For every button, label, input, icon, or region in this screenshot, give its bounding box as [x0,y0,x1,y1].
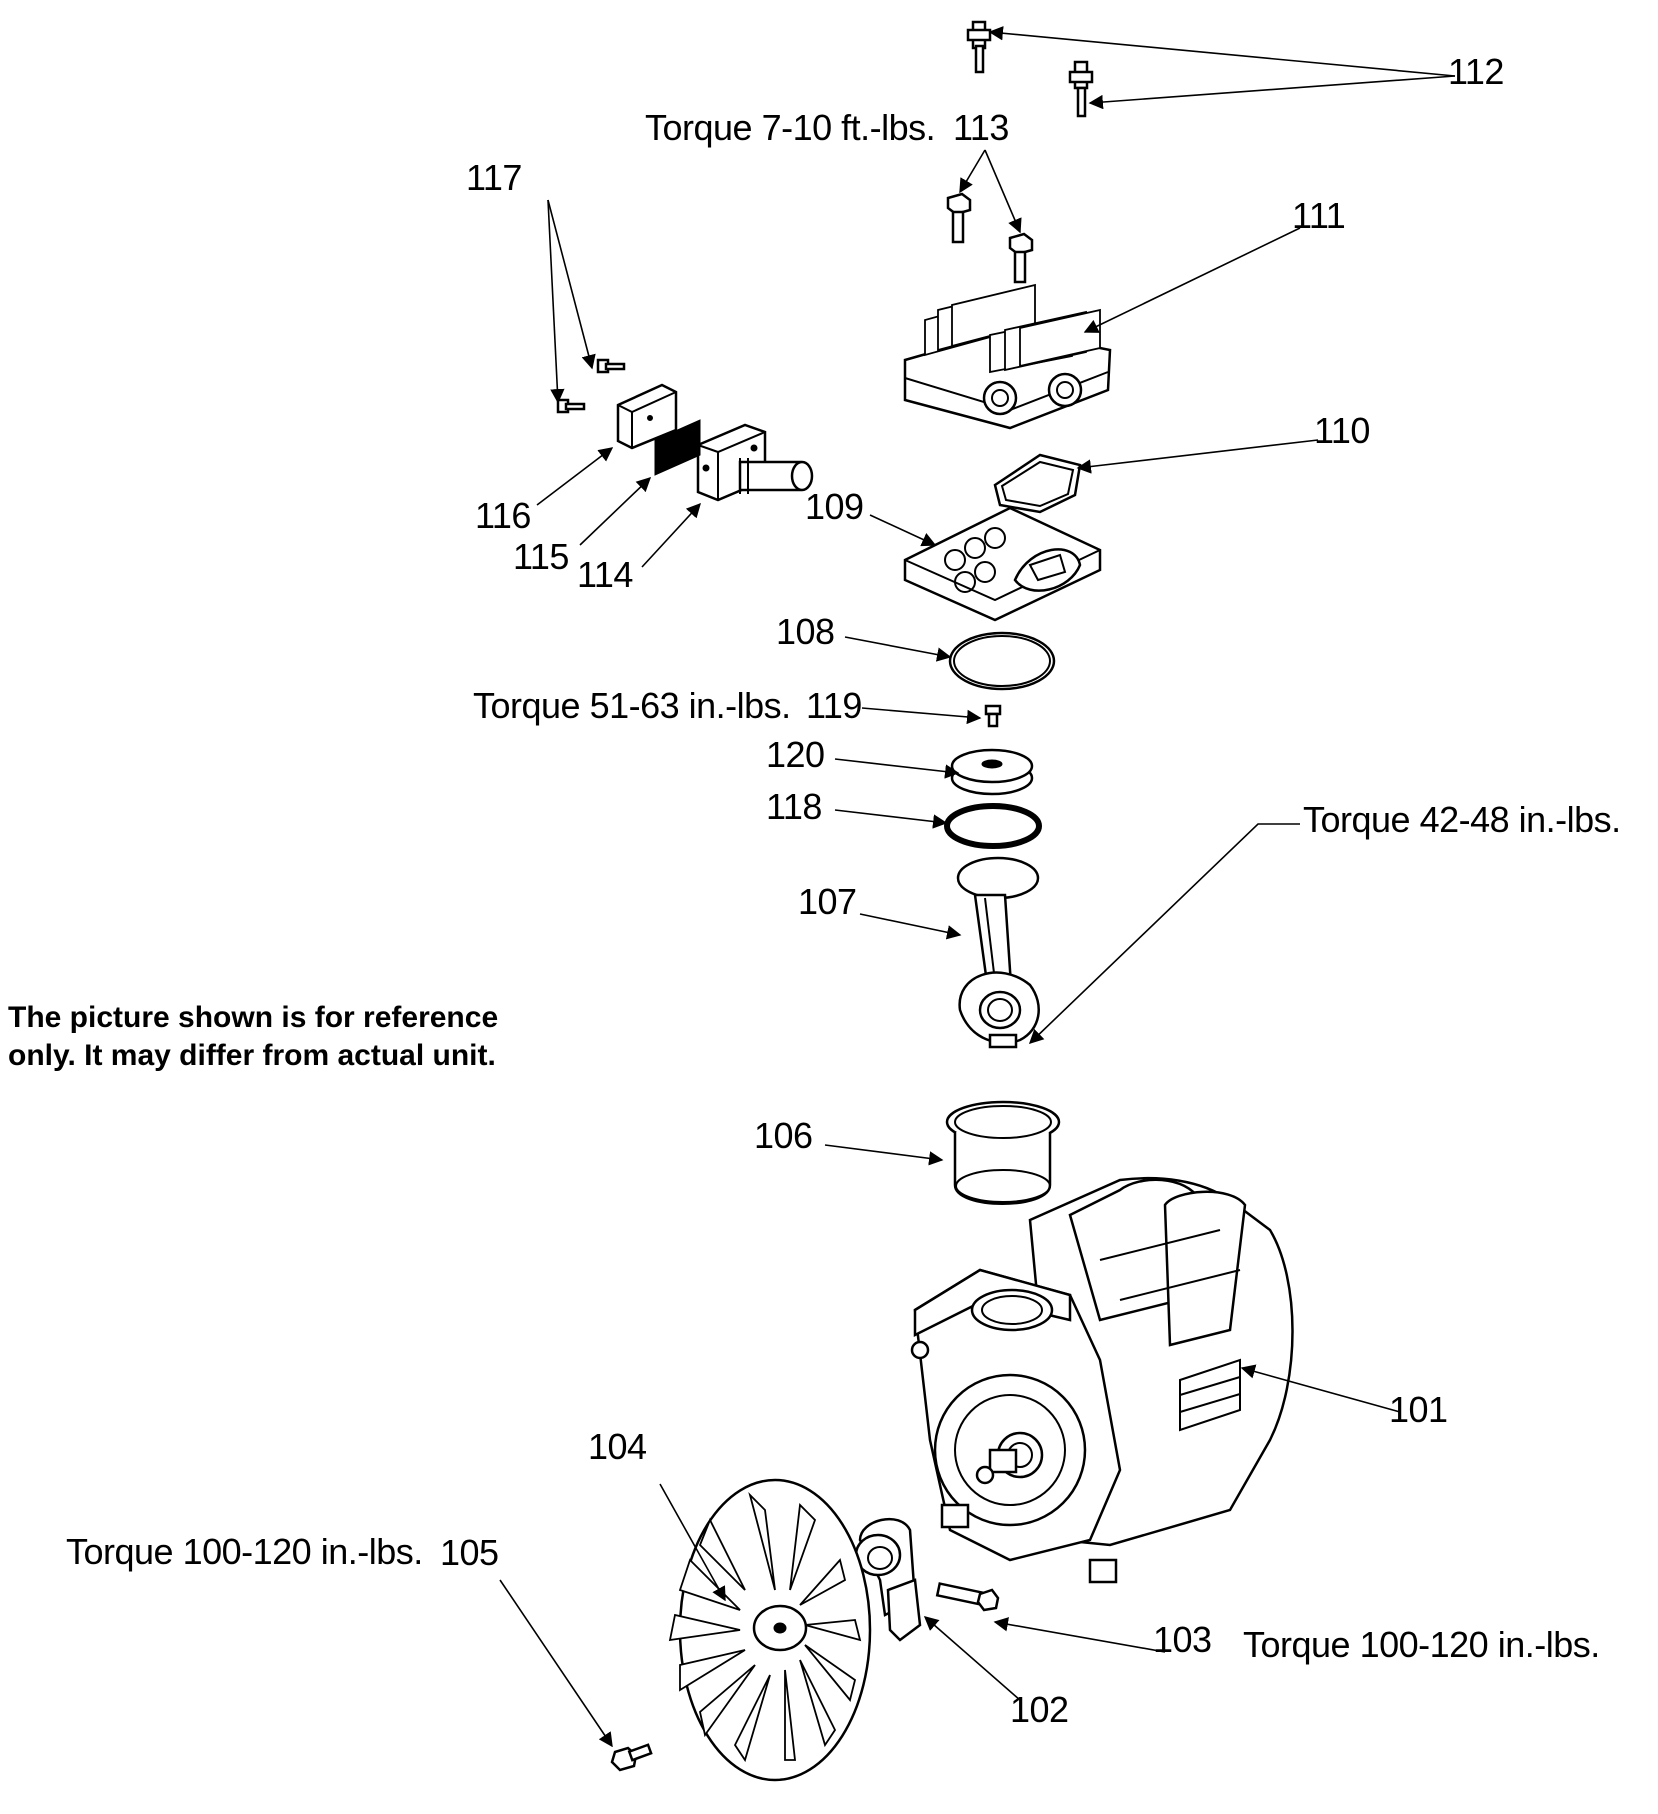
part-116-filter-cover [616,383,678,450]
part-114-filter-housing [696,423,814,502]
part-104-fan [668,1478,872,1782]
part-120-retainer [950,748,1034,796]
part-105-bolt [610,1743,653,1772]
part-108-o-ring [948,631,1056,691]
part-110-gasket [993,453,1082,514]
callout-107: 107 [798,881,857,922]
part-109-valve-plate [903,506,1102,622]
part-111-cylinder-head [903,283,1112,430]
part-103-bolt [935,1582,1000,1612]
callout-117: 117 [466,157,522,198]
part-101-motor-crankcase [910,1176,1294,1584]
part-102-eccentric [854,1517,922,1642]
callout-110: 110 [1314,410,1370,451]
part-119-screw [984,704,1002,728]
callout-109: 109 [805,486,864,527]
callout-106: 106 [754,1115,813,1156]
part-113-bolts [946,192,1034,284]
torque-label-105: Torque 100-120 in.-lbs. [66,1531,423,1572]
torque-label-107: Torque 42-48 in.-lbs. [1303,799,1621,840]
part-106-cylinder-sleeve [945,1100,1061,1205]
torque-label-119: Torque 51-63 in.-lbs. [473,685,791,726]
callout-108: 108 [776,611,835,652]
callout-101: 101 [1389,1389,1448,1430]
callout-116: 116 [475,495,531,536]
part-117-screws [556,358,626,414]
callout-102: 102 [1010,1689,1069,1730]
callout-113: 113 [953,107,1009,148]
callout-114: 114 [577,554,633,595]
callout-103: 103 [1153,1619,1212,1660]
reference-note-line1: The picture shown is for reference [8,1001,499,1034]
part-118-ring [944,803,1042,849]
torque-label-113: Torque 7-10 ft.-lbs. [645,107,936,148]
callout-111: 111 [1292,195,1346,236]
callout-119: 119 [806,685,862,726]
callout-120: 120 [766,734,825,775]
torque-label-103: Torque 100-120 in.-lbs. [1243,1624,1600,1665]
reference-note-line2: only. It may differ from actual unit. [8,1039,496,1072]
callout-104: 104 [588,1426,647,1467]
callout-105: 105 [440,1532,499,1573]
callout-115: 115 [513,536,569,577]
callout-112: 112 [1448,51,1504,92]
part-115-filter-element [654,419,701,476]
part-112-studs [966,20,1094,118]
part-107-connecting-rod [956,856,1040,1049]
leader-lines [499,26,1456,1748]
callout-118: 118 [766,786,822,827]
